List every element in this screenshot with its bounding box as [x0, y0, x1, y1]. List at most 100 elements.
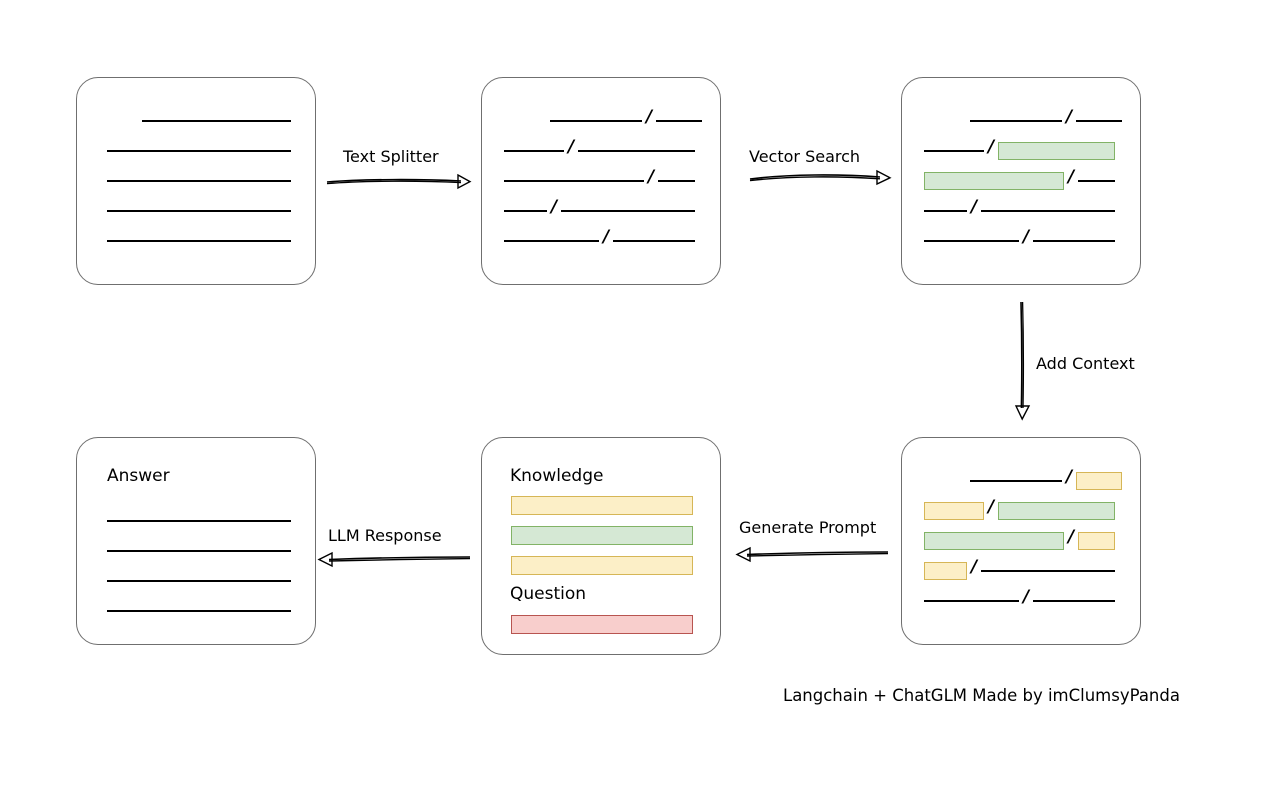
line-segment	[107, 180, 291, 182]
add-context-label: Add Context	[1036, 354, 1135, 373]
answer-card: Answer	[76, 437, 316, 645]
source-document-card	[76, 77, 316, 285]
document-line	[107, 106, 291, 136]
line-segment	[504, 150, 564, 152]
source-document-lines	[107, 106, 291, 256]
generate-prompt-label: Generate Prompt	[739, 518, 877, 537]
chunk-separator: /	[603, 226, 610, 247]
answer-line	[107, 596, 291, 626]
chunk-separator: /	[551, 196, 558, 217]
knowledge-bar	[511, 526, 693, 545]
matched-chunk	[924, 172, 1064, 190]
knowledge-bar	[511, 496, 693, 515]
line-segment	[1078, 180, 1116, 182]
vector-search-label: Vector Search	[749, 147, 861, 166]
line-segment	[504, 180, 644, 182]
text-splitter-label: Text Splitter	[343, 147, 439, 166]
line-segment	[550, 120, 642, 122]
knowledge-bar	[511, 556, 693, 575]
line-segment	[504, 210, 547, 212]
context-chunk	[1076, 472, 1123, 490]
document-line: /	[924, 466, 1123, 496]
chunk-separator: /	[1023, 226, 1030, 247]
line-segment	[924, 600, 1019, 602]
question-label: Question	[510, 584, 587, 604]
line-segment	[981, 570, 1116, 572]
line-segment	[658, 180, 696, 182]
document-line: /	[924, 136, 1120, 166]
question-bar	[511, 615, 693, 634]
text-splitter-arrow	[326, 173, 472, 190]
line-segment	[107, 210, 291, 212]
document-line	[107, 196, 291, 226]
chunk-separator: /	[1066, 466, 1073, 487]
llm-response-arrow	[317, 551, 471, 568]
chunk-separator: /	[1066, 106, 1073, 127]
line-segment	[924, 240, 1019, 242]
context-chunk	[1078, 532, 1116, 550]
line-segment	[656, 120, 703, 122]
document-line	[107, 136, 291, 166]
document-line: /	[504, 196, 700, 226]
chunk-separator: /	[568, 136, 575, 157]
line-segment	[142, 120, 291, 122]
knowledge-label: Knowledge	[510, 466, 604, 486]
chunk-separator: /	[1068, 526, 1075, 547]
llm-response-label: LLM Response	[328, 526, 442, 545]
line-segment	[107, 240, 291, 242]
answer-lines	[107, 506, 291, 626]
document-line: /	[504, 226, 700, 256]
answer-line	[107, 566, 291, 596]
line-segment	[107, 580, 291, 582]
document-line	[107, 226, 291, 256]
matched-chunk	[924, 532, 1064, 550]
vector-matched-lines: / / / / /	[924, 106, 1123, 256]
vector-search-arrow	[749, 169, 892, 186]
chunk-separator: /	[971, 196, 978, 217]
vector-matched-document-card: / / / / /	[901, 77, 1141, 285]
matched-chunk	[998, 502, 1116, 520]
line-segment	[613, 240, 696, 242]
credit-text: Langchain + ChatGLM Made by imClumsyPand…	[783, 686, 1180, 705]
document-line: /	[504, 166, 700, 196]
split-document-card: / / / / /	[481, 77, 721, 285]
line-segment	[107, 550, 291, 552]
matched-chunk	[998, 142, 1116, 160]
context-document-lines: / / / / /	[924, 466, 1123, 616]
document-line: /	[924, 586, 1120, 616]
generate-prompt-arrow	[735, 546, 889, 563]
document-line: /	[504, 136, 700, 166]
context-chunk	[924, 502, 984, 520]
line-segment	[970, 480, 1062, 482]
context-document-card: / / / / /	[901, 437, 1141, 645]
document-line	[107, 166, 291, 196]
chunk-separator: /	[988, 136, 995, 157]
document-line: /	[924, 226, 1120, 256]
line-segment	[1033, 600, 1116, 602]
document-line: /	[504, 106, 703, 136]
prompt-card: Knowledge Question	[481, 437, 721, 655]
context-chunk	[924, 562, 967, 580]
chunk-separator: /	[1068, 166, 1075, 187]
line-segment	[981, 210, 1116, 212]
document-line: /	[924, 196, 1120, 226]
document-line: /	[924, 106, 1123, 136]
split-document-lines: / / / / /	[504, 106, 703, 256]
chunk-separator: /	[971, 556, 978, 577]
document-line: /	[924, 556, 1120, 586]
line-segment	[107, 150, 291, 152]
line-segment	[107, 520, 291, 522]
line-segment	[561, 210, 696, 212]
line-segment	[1076, 120, 1123, 122]
document-line: /	[924, 526, 1120, 556]
chunk-separator: /	[988, 496, 995, 517]
line-segment	[107, 610, 291, 612]
line-segment	[504, 240, 599, 242]
answer-label: Answer	[107, 466, 170, 486]
add-context-arrow	[1014, 301, 1031, 421]
line-segment	[924, 150, 984, 152]
line-segment	[970, 120, 1062, 122]
line-segment	[924, 210, 967, 212]
document-line: /	[924, 166, 1120, 196]
answer-line	[107, 506, 291, 536]
